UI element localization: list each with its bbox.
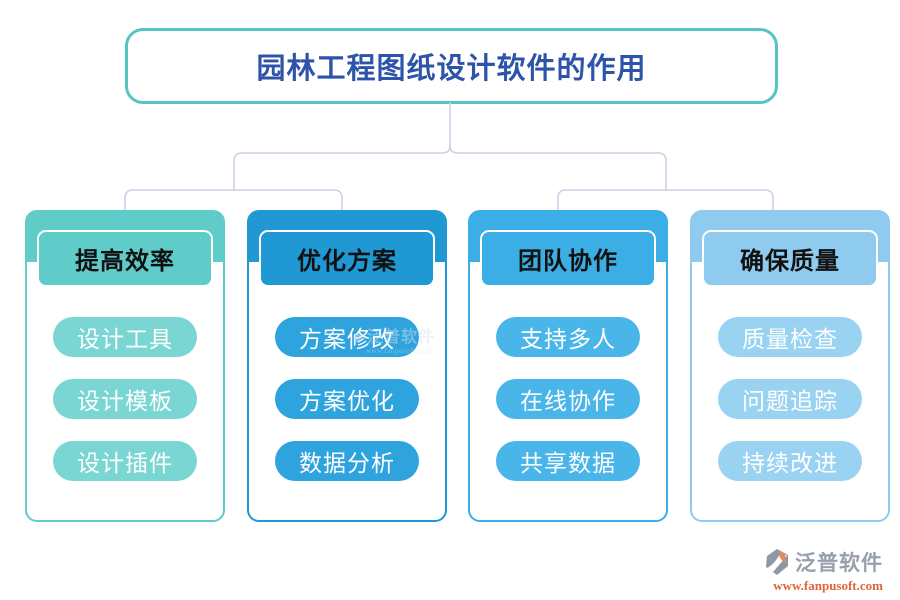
feature-pill: 共享数据 (496, 441, 640, 481)
branch-header-label: 团队协作 (518, 249, 618, 275)
root-title-node: 园林工程图纸设计软件的作用 (125, 28, 778, 104)
brand-name: 泛普软件 (795, 551, 883, 575)
feature-pill: 方案修改 (275, 317, 419, 357)
feature-pill: 在线协作 (496, 379, 640, 419)
connector-right-bracket (557, 189, 774, 213)
branch-header-label: 提高效率 (75, 249, 175, 275)
branch-card-collaboration: 团队协作 支持多人 在线协作 共享数据 (468, 210, 668, 522)
branch-header-collaboration: 团队协作 (480, 230, 656, 287)
page-title: 园林工程图纸设计软件的作用 (256, 53, 647, 85)
branch-header-quality: 确保质量 (702, 230, 878, 287)
feature-pill: 质量检查 (718, 317, 862, 357)
feature-pill: 问题追踪 (718, 379, 862, 419)
connector-left-bracket (124, 189, 343, 213)
branch-header-label: 优化方案 (297, 249, 397, 275)
branch-card-optimization: 优化方案 方案修改 方案优化 数据分析 (247, 210, 447, 522)
feature-pill: 支持多人 (496, 317, 640, 357)
feature-pill: 方案优化 (275, 379, 419, 419)
feature-pill: 设计模板 (53, 379, 197, 419)
feature-pill: 数据分析 (275, 441, 419, 481)
brand-url: www.fanpusoft.com (773, 578, 883, 593)
branch-header-optimization: 优化方案 (259, 230, 435, 287)
branch-card-quality: 确保质量 质量检查 问题追踪 持续改进 (690, 210, 890, 522)
connector-right-feeder (449, 145, 667, 191)
brand-footer: 泛普软件 www.fanpusoft.com (762, 547, 883, 594)
branch-card-efficiency: 提高效率 设计工具 设计模板 设计插件 (25, 210, 225, 522)
feature-pill: 设计工具 (53, 317, 197, 357)
fanpu-logo-icon (766, 549, 788, 575)
feature-pill: 设计插件 (53, 441, 197, 481)
feature-pill: 持续改进 (718, 441, 862, 481)
branch-header-label: 确保质量 (740, 249, 840, 275)
connector-left-feeder (233, 145, 451, 191)
branch-header-efficiency: 提高效率 (37, 230, 213, 287)
